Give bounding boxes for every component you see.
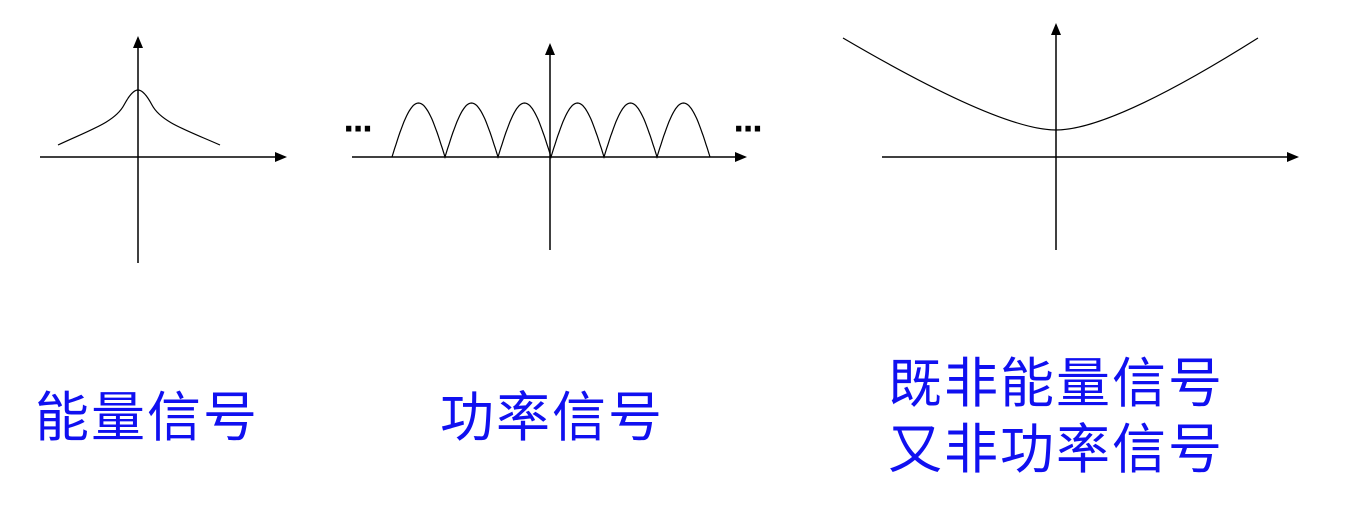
- power-signal-plot: [352, 43, 747, 250]
- parabola-curve: [842, 37, 1259, 131]
- power-signal-label: 功率信号: [440, 386, 664, 449]
- neither-signal-plot: [842, 23, 1299, 250]
- neither-signal-label-line2: 又非功率信号: [888, 418, 1224, 481]
- energy-signal-label: 能量信号: [35, 386, 259, 449]
- energy-signal-plot: [40, 36, 287, 263]
- ellipsis-right: ···: [733, 112, 763, 147]
- neither-signal-label-line1: 既非能量信号: [888, 352, 1224, 415]
- power-signal-curve: [391, 102, 711, 160]
- ellipsis-left: ···: [343, 112, 373, 147]
- energy-signal-curve: [57, 89, 221, 146]
